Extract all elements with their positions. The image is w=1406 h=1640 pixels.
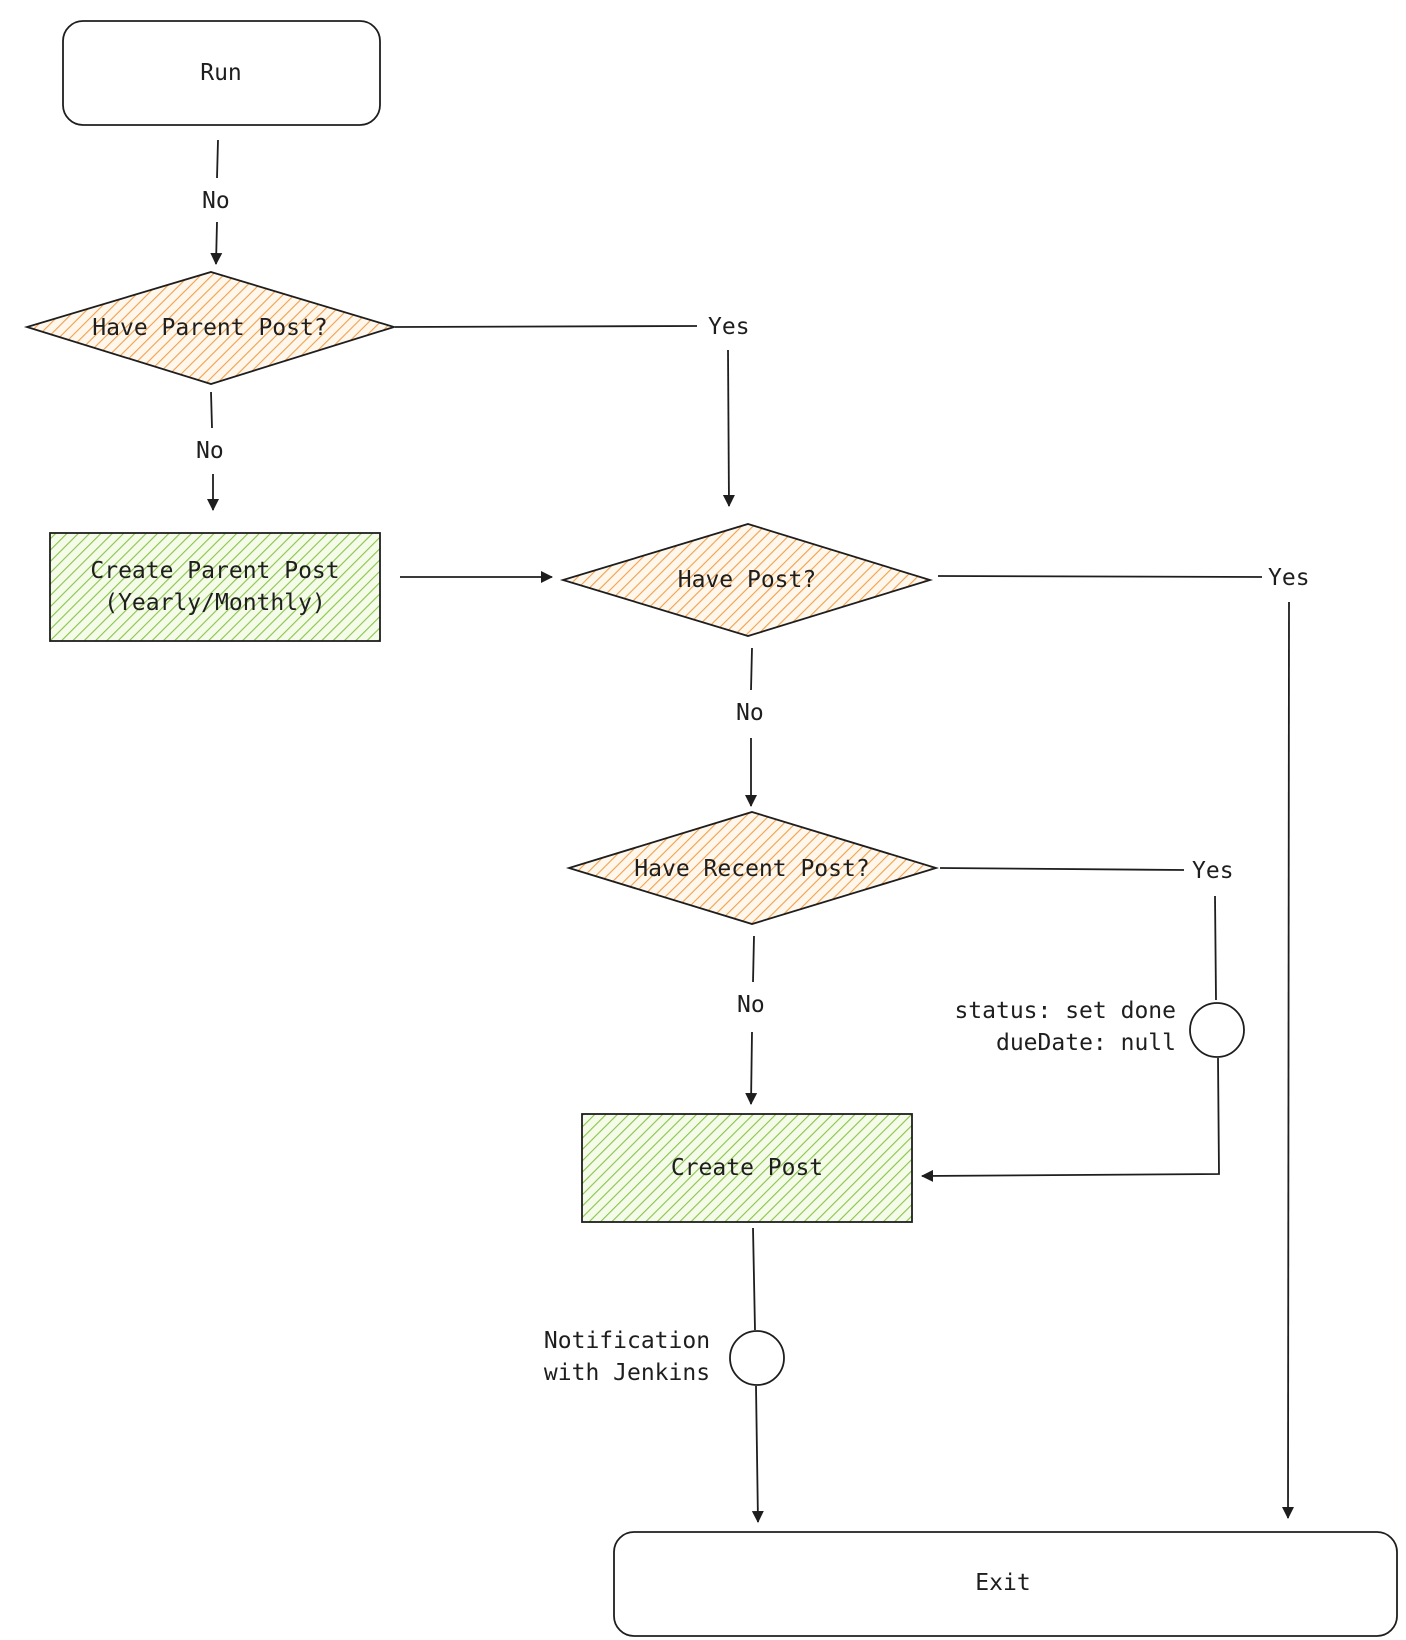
node-status-update-circle xyxy=(1189,1002,1245,1058)
annotation-status-line1: status: set done xyxy=(954,998,1176,1024)
edge-post-yes-vertical xyxy=(1282,601,1295,1519)
annotation-notify-line1: Notification xyxy=(544,1328,710,1354)
edge-parent-no xyxy=(210,391,213,429)
node-have-parent-post: Have Parent Post? xyxy=(23,271,398,385)
edge-run-to-parent-arrow xyxy=(210,221,223,265)
edge-label-run-no: No xyxy=(202,188,230,214)
edge-label-recent-yes: Yes xyxy=(1192,858,1234,884)
edge-recent-yes-vertical xyxy=(1214,895,1217,1001)
node-have-recent-post-shape xyxy=(565,811,940,925)
node-have-recent-post-label: Have Recent Post? xyxy=(634,856,869,882)
node-run: Run xyxy=(62,20,381,126)
edge-notify-to-exit xyxy=(751,1385,764,1523)
node-notification-circle xyxy=(729,1330,785,1386)
node-create-parent-post: Create Parent Post (Yearly/Monthly) xyxy=(49,532,381,642)
node-create-post: Create Post xyxy=(581,1113,913,1223)
node-exit: Exit xyxy=(613,1531,1398,1637)
node-notification: Notification with Jenkins xyxy=(544,1328,785,1386)
edge-recent-no xyxy=(752,935,755,983)
edge-recent-yes-horizontal xyxy=(939,867,1185,871)
edge-label-parent-yes: Yes xyxy=(708,314,750,340)
node-status-update: status: set done dueDate: null xyxy=(954,998,1245,1058)
node-create-post-shape xyxy=(581,1113,913,1223)
annotation-status-line2: dueDate: null xyxy=(996,1030,1176,1056)
edge-label-post-yes: Yes xyxy=(1268,565,1310,591)
node-have-post: Have Post? xyxy=(559,523,934,637)
edge-label-post-no: No xyxy=(736,700,764,726)
edge-post-yes-horizontal xyxy=(937,575,1263,578)
edge-status-to-create-post xyxy=(921,1057,1220,1182)
node-create-parent-post-line1: Create Parent Post xyxy=(90,558,339,584)
node-exit-label: Exit xyxy=(975,1570,1030,1596)
edge-run-to-parent xyxy=(216,139,219,179)
edge-label-parent-no: No xyxy=(196,438,224,464)
edge-parent-yes-horizontal xyxy=(394,325,698,328)
edge-post-no xyxy=(750,647,753,691)
node-have-recent-post: Have Recent Post? xyxy=(565,811,940,925)
edge-parent-yes-vertical xyxy=(722,349,735,507)
edge-label-recent-no: No xyxy=(737,992,765,1018)
node-create-post-label: Create Post xyxy=(671,1155,823,1181)
annotation-notify-line2: with Jenkins xyxy=(544,1360,710,1386)
node-have-parent-post-shape xyxy=(23,271,398,385)
node-have-parent-post-label: Have Parent Post? xyxy=(92,315,327,341)
node-create-parent-post-line2: (Yearly/Monthly) xyxy=(104,590,326,616)
edge-recent-no-arrow xyxy=(745,1031,758,1105)
node-have-post-label: Have Post? xyxy=(678,567,816,593)
node-run-label: Run xyxy=(200,60,242,86)
node-create-parent-post-shape xyxy=(49,532,381,642)
node-run-shape xyxy=(62,20,381,126)
node-exit-shape xyxy=(613,1531,1398,1637)
node-have-post-shape xyxy=(559,523,934,637)
edge-create-post-to-notify xyxy=(752,1227,756,1331)
